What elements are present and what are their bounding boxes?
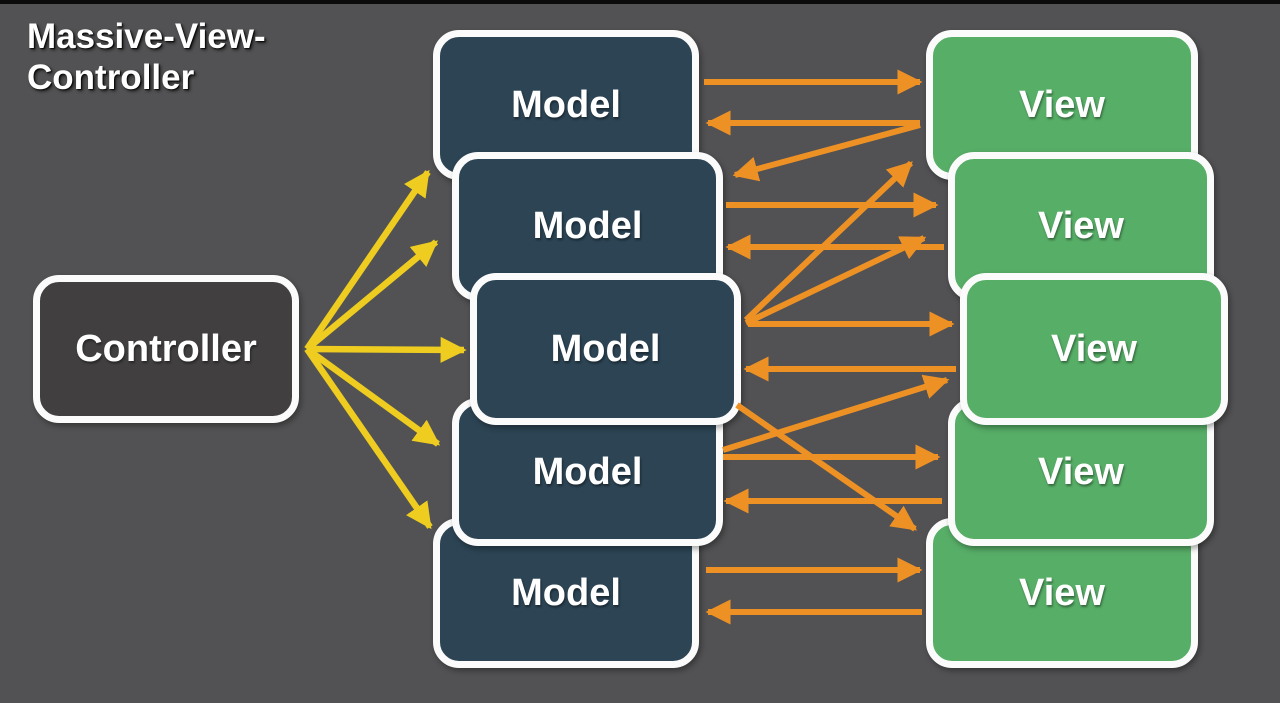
top-border-bar xyxy=(0,0,1280,4)
view-label: View xyxy=(1038,205,1124,247)
view-label: View xyxy=(1019,83,1105,126)
view-label: View xyxy=(1038,450,1124,493)
model-view-arrow xyxy=(722,374,950,453)
controller-to-model-arrow xyxy=(304,239,439,352)
controller-node: Controller xyxy=(33,275,299,423)
model-label: Model xyxy=(532,205,643,247)
model-label: Model xyxy=(511,571,621,614)
controller-to-model-arrow xyxy=(304,169,431,351)
model-label: Model xyxy=(511,83,621,126)
model-node-3: Model xyxy=(470,273,741,425)
model-label: Model xyxy=(532,450,643,493)
model-view-arrow xyxy=(732,122,921,182)
model-view-arrow xyxy=(735,402,918,532)
model-view-arrow xyxy=(744,235,927,326)
controller-to-model-arrow xyxy=(306,336,467,363)
view-label: View xyxy=(1019,571,1105,614)
model-view-arrow xyxy=(743,160,914,323)
slide-title: Massive-View-Controller xyxy=(27,17,266,98)
controller-to-model-arrow xyxy=(304,347,433,530)
view-label: View xyxy=(1051,327,1137,370)
controller-to-model-arrow xyxy=(305,346,441,447)
view-node-3: View xyxy=(960,273,1228,425)
controller-label: Controller xyxy=(75,327,257,370)
model-label: Model xyxy=(550,327,661,370)
